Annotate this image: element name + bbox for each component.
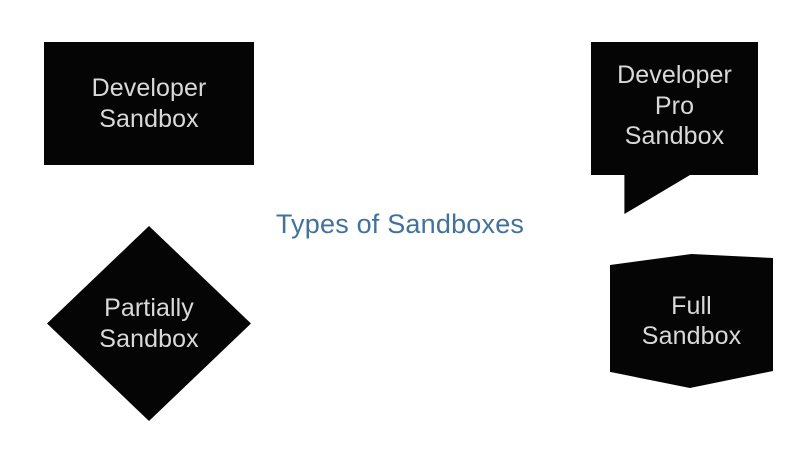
shape-full-sandbox[interactable]: Full Sandbox	[610, 254, 773, 388]
shape-developer-pro-sandbox-label: Developer Pro Sandbox	[617, 61, 732, 150]
diagram-title: Types of Sandboxes	[275, 209, 525, 239]
shape-partially-sandbox-label: Partially Sandbox	[99, 294, 199, 353]
shape-full-sandbox-label: Full Sandbox	[641, 291, 742, 351]
shape-partially-sandbox[interactable]: Partially Sandbox	[47, 226, 251, 421]
shape-developer-pro-sandbox[interactable]: Developer Pro Sandbox	[591, 42, 758, 214]
shape-developer-sandbox-label: Developer Sandbox	[91, 74, 207, 133]
shape-developer-sandbox[interactable]: Developer Sandbox	[44, 42, 254, 165]
